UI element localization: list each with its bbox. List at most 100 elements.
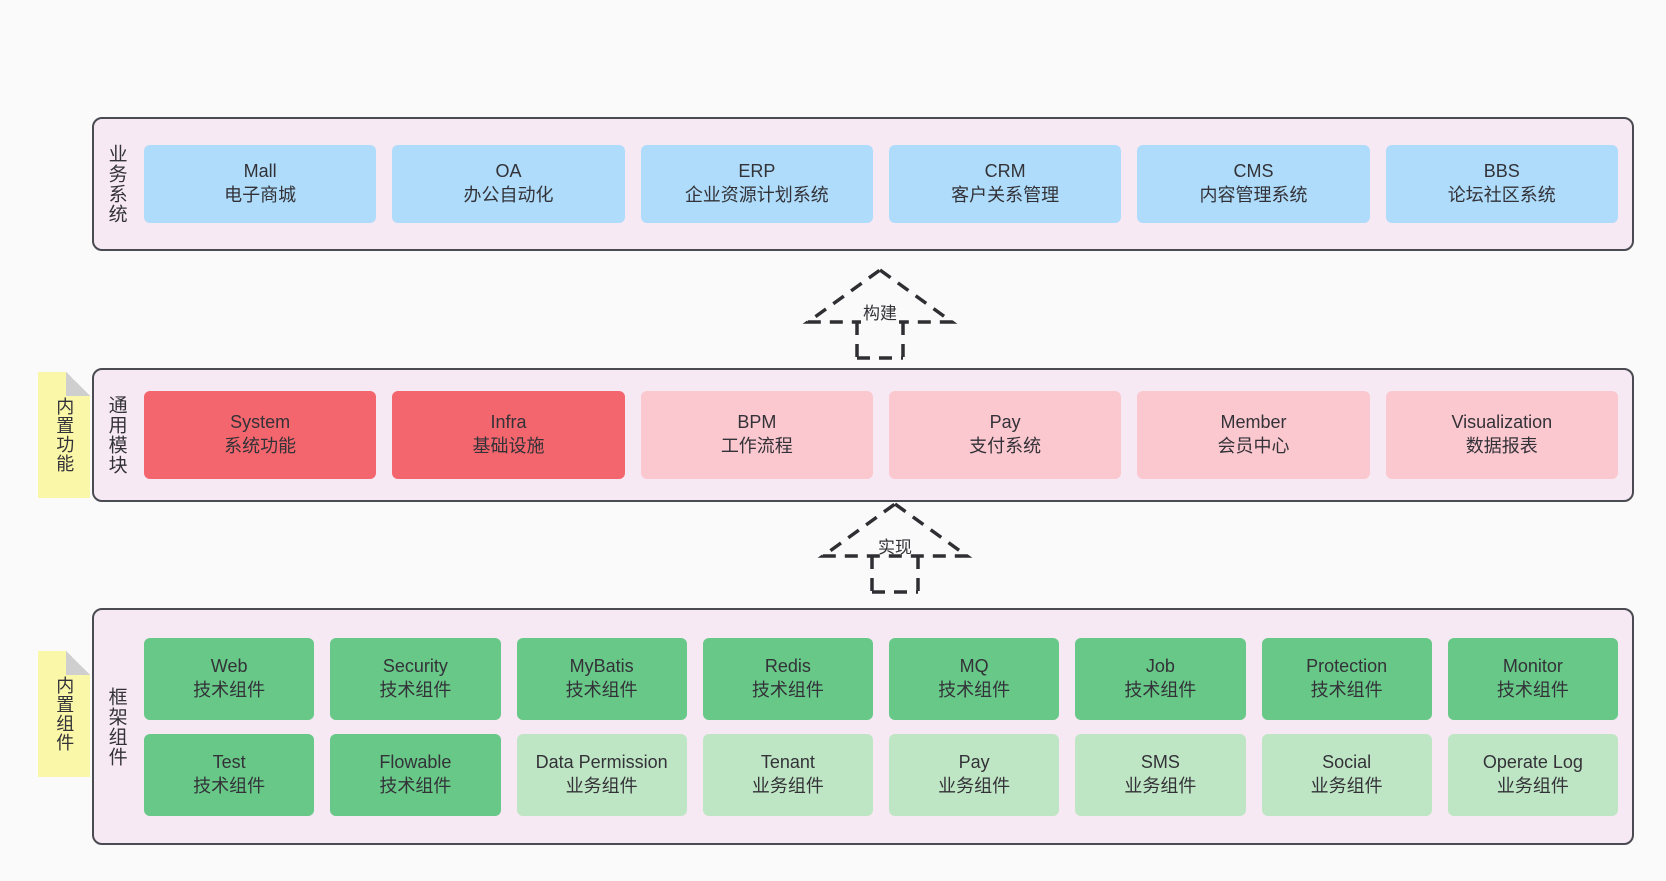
card-subtitle: 技术组件 [751, 679, 824, 700]
card-social[interactable]: Social 业务组件 [1261, 733, 1432, 816]
card-title: Test [212, 751, 246, 772]
card-title: MyBatis [569, 655, 634, 676]
card-title: BBS [1483, 161, 1520, 182]
card-subtitle: 技术组件 [193, 775, 266, 796]
card-title: SMS [1140, 751, 1180, 772]
card-subtitle: 基础设施 [472, 436, 545, 456]
card-member[interactable]: Member 会员中心 [1137, 391, 1370, 479]
card-title: BPM [737, 412, 777, 433]
card-mall[interactable]: Mall 电子商城 [144, 145, 377, 223]
folded-corner-icon [66, 651, 90, 675]
card-test[interactable]: Test 技术组件 [144, 733, 315, 816]
card-bbs[interactable]: BBS 论坛社区系统 [1385, 145, 1618, 223]
card-cms[interactable]: CMS 内容管理系统 [1137, 145, 1370, 223]
card-subtitle: 技术组件 [193, 679, 266, 700]
card-data-permission[interactable]: Data Permission 业务组件 [516, 733, 687, 816]
folded-corner-icon [66, 372, 90, 396]
card-subtitle: 内容管理系统 [1199, 185, 1308, 205]
card-subtitle: 论坛社区系统 [1447, 185, 1556, 205]
card-subtitle: 技术组件 [565, 679, 638, 700]
card-subtitle: 业务组件 [751, 775, 824, 796]
card-subtitle: 会员中心 [1217, 436, 1290, 456]
card-title: Infra [490, 412, 527, 433]
card-title: Web [210, 655, 248, 676]
card-pay-component[interactable]: Pay 业务组件 [889, 733, 1060, 816]
card-subtitle: 技术组件 [1496, 679, 1569, 700]
card-subtitle: 业务组件 [1124, 775, 1197, 796]
card-mq[interactable]: MQ 技术组件 [889, 637, 1060, 720]
card-subtitle: 业务组件 [938, 775, 1011, 796]
layer-body-business: Mall 电子商城 OA 办公自动化 ERP 企业资源计划系统 CRM 客户关系… [138, 119, 1632, 249]
card-subtitle: 技术组件 [1310, 679, 1383, 700]
card-subtitle: 工作流程 [720, 436, 793, 456]
card-subtitle: 业务组件 [1310, 775, 1383, 796]
card-title: CMS [1233, 161, 1274, 182]
layer-body-framework: Web 技术组件 Security 技术组件 MyBatis 技术组件 Redi… [138, 610, 1632, 843]
card-subtitle: 电子商城 [224, 185, 297, 205]
connector-build: 构建 [802, 266, 958, 360]
tag-builtin-components: 内置组件 [38, 651, 90, 777]
card-subtitle: 系统功能 [224, 436, 297, 456]
card-bpm[interactable]: BPM 工作流程 [640, 391, 873, 479]
card-title: Security [382, 655, 448, 676]
framework-row-technical: Web 技术组件 Security 技术组件 MyBatis 技术组件 Redi… [144, 637, 1618, 720]
card-subtitle: 支付系统 [969, 436, 1042, 456]
card-title: Redis [764, 655, 811, 676]
card-visualization[interactable]: Visualization 数据报表 [1385, 391, 1618, 479]
card-web[interactable]: Web 技术组件 [144, 637, 315, 720]
card-subtitle: 数据报表 [1465, 436, 1538, 456]
card-title: Data Permission [535, 751, 668, 772]
connector-implement: 实现 [817, 500, 973, 594]
card-title: OA [495, 161, 522, 182]
card-title: Social [1322, 751, 1372, 772]
card-erp[interactable]: ERP 企业资源计划系统 [640, 145, 873, 223]
card-sms[interactable]: SMS 业务组件 [1075, 733, 1246, 816]
card-mybatis[interactable]: MyBatis 技术组件 [516, 637, 687, 720]
card-system[interactable]: System 系统功能 [144, 391, 377, 479]
card-title: Pay [989, 412, 1021, 433]
card-subtitle: 技术组件 [1124, 679, 1197, 700]
card-job[interactable]: Job 技术组件 [1075, 637, 1246, 720]
card-subtitle: 业务组件 [565, 775, 638, 796]
card-oa[interactable]: OA 办公自动化 [392, 145, 625, 223]
layer-common-modules: 通用模块 System 系统功能 Infra 基础设施 BPM 工作流程 Pay… [92, 368, 1634, 502]
card-infra[interactable]: Infra 基础设施 [392, 391, 625, 479]
card-subtitle: 客户关系管理 [951, 185, 1060, 205]
card-title: Tenant [760, 751, 815, 772]
card-operate-log[interactable]: Operate Log 业务组件 [1447, 733, 1618, 816]
card-pay-module[interactable]: Pay 支付系统 [888, 391, 1122, 479]
tag-label: 内置组件 [54, 676, 75, 752]
card-title: System [230, 412, 291, 433]
connector-build-label: 构建 [861, 299, 899, 324]
layer-title-framework: 框架组件 [105, 686, 127, 767]
card-tenant[interactable]: Tenant 业务组件 [702, 733, 873, 816]
card-title: Operate Log [1482, 751, 1583, 772]
card-security[interactable]: Security 技术组件 [330, 637, 501, 720]
card-redis[interactable]: Redis 技术组件 [702, 637, 873, 720]
card-title: Pay [958, 751, 990, 772]
layer-business-systems: 业务系统 Mall 电子商城 OA 办公自动化 ERP 企业资源计划系统 CRM… [92, 117, 1634, 251]
card-title: Monitor [1502, 655, 1563, 676]
card-subtitle: 企业资源计划系统 [684, 185, 829, 205]
card-title: Flowable [379, 751, 452, 772]
layer-title-modules: 通用模块 [105, 395, 127, 475]
card-title: CRM [984, 161, 1026, 182]
card-flowable[interactable]: Flowable 技术组件 [330, 733, 501, 816]
layer-body-modules: System 系统功能 Infra 基础设施 BPM 工作流程 Pay 支付系统… [138, 370, 1632, 500]
card-title: ERP [738, 161, 776, 182]
card-monitor[interactable]: Monitor 技术组件 [1447, 637, 1618, 720]
tag-builtin-functions: 内置功能 [38, 372, 90, 498]
card-subtitle: 业务组件 [1496, 775, 1569, 796]
layer-title-business: 业务系统 [105, 144, 127, 224]
card-subtitle: 技术组件 [379, 679, 452, 700]
card-title: Member [1220, 412, 1287, 433]
card-crm[interactable]: CRM 客户关系管理 [888, 145, 1122, 223]
card-subtitle: 技术组件 [379, 775, 452, 796]
tag-label: 内置功能 [54, 397, 75, 473]
framework-row-business: Test 技术组件 Flowable 技术组件 Data Permission … [144, 733, 1618, 816]
card-title: Visualization [1451, 412, 1553, 433]
card-protection[interactable]: Protection 技术组件 [1261, 637, 1432, 720]
connector-implement-label: 实现 [878, 538, 912, 557]
card-subtitle: 办公自动化 [463, 185, 554, 205]
